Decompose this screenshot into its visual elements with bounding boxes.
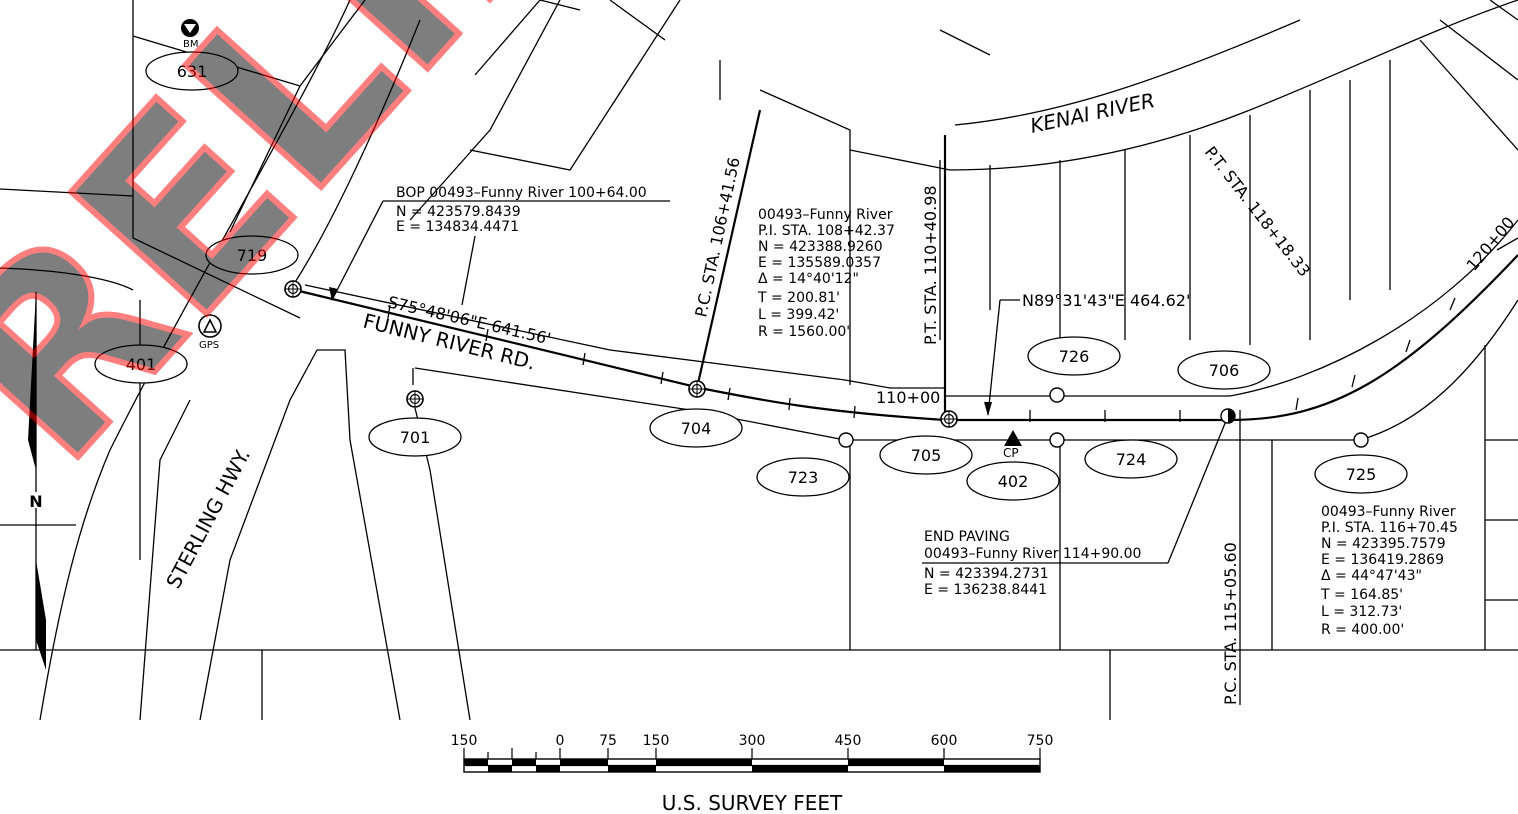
point-631-label: 631	[177, 62, 208, 81]
benchmark-code: BM	[183, 39, 199, 50]
curve-1-line-3: N = 423388.9260	[758, 239, 883, 255]
point-719-label: 719	[237, 246, 268, 265]
curve-1-line-6: T = 200.81'	[757, 290, 840, 306]
pt-station-2-label: P.T. STA. 118+18.33	[1201, 143, 1314, 280]
benchmark-icon: BM	[181, 19, 199, 50]
scale-tick-label: 0	[556, 733, 565, 749]
scale-tick-label: 450	[835, 733, 862, 749]
point-723-label: 723	[788, 468, 819, 487]
river-label: KENAI RIVER	[1028, 88, 1157, 138]
end-paving-annotation: END PAVING 00493–Funny River 114+90.00 N…	[922, 415, 1229, 598]
bop-title: BOP 00493–Funny River 100+64.00	[396, 185, 647, 201]
pc-station-2-label: P.C. STA. 115+05.60	[1221, 542, 1240, 705]
station-leaders	[695, 109, 1518, 705]
crosshair-monument-icon	[688, 380, 706, 398]
bop-easting: E = 134834.4471	[396, 219, 519, 235]
open-circle-monument-icon	[1049, 432, 1065, 448]
curve-2-line-2: P.I. STA. 116+70.45	[1321, 520, 1458, 536]
curve-1-line-4: E = 135589.0357	[758, 255, 881, 271]
curve-1-line-2: P.I. STA. 108+42.37	[758, 223, 895, 239]
curve-2-line-7: L = 312.73'	[1321, 604, 1402, 620]
curve-2-line-8: R = 400.00'	[1321, 622, 1404, 638]
control-point-icon: CP	[1003, 430, 1022, 460]
end-paving-easting: E = 136238.8441	[924, 582, 1047, 598]
curve-2-line-4: E = 136419.2869	[1321, 552, 1444, 568]
end-paving-line-2: 00493–Funny River 114+90.00	[924, 546, 1141, 562]
end-paving-northing: N = 423394.2731	[924, 566, 1049, 582]
point-726-label: 726	[1059, 347, 1090, 366]
scale-tick-label: 600	[931, 733, 958, 749]
bearing-right-label: N89°31'43"E 464.62'	[1022, 291, 1190, 310]
curve-1-line-8: R = 1560.00'	[758, 324, 850, 340]
highway-label: STERLING HWY.	[161, 445, 255, 593]
station-ticks	[387, 297, 1456, 422]
point-701-label: 701	[400, 428, 431, 447]
bop-northing: N = 423579.8439	[396, 204, 521, 220]
crosshair-monument-icon	[284, 280, 302, 298]
station-120-label: 120+00	[1463, 213, 1518, 274]
scale-tick-label: 750	[1027, 733, 1054, 749]
end-paving-line-1: END PAVING	[924, 529, 1010, 545]
gps-icon: GPS	[198, 314, 222, 351]
scale-tick-label: 150	[643, 733, 670, 749]
point-705-label: 705	[911, 446, 942, 465]
point-724-label: 724	[1116, 450, 1147, 469]
open-circle-monument-icon	[1049, 387, 1065, 403]
curve-1-line-7: L = 399.42'	[758, 307, 839, 323]
scale-tick-label: 300	[739, 733, 766, 749]
curve-2-line-1: 00493–Funny River	[1321, 504, 1456, 520]
north-letter: N	[29, 492, 42, 511]
gps-code: GPS	[199, 340, 219, 351]
monuments: BM GPS CP	[181, 19, 1369, 460]
parcel-lines	[0, 0, 1518, 721]
point-401-label: 401	[126, 355, 157, 374]
curve-2-line-5: Δ = 44°47'43"	[1321, 568, 1422, 584]
curve-2-line-6: T = 164.85'	[1320, 587, 1403, 603]
curve-1-line-5: Δ = 14°40'12"	[758, 271, 859, 287]
crosshair-monument-icon	[406, 390, 424, 408]
open-circle-monument-icon	[1353, 432, 1369, 448]
open-circle-monument-icon	[838, 432, 854, 448]
point-704-label: 704	[681, 419, 712, 438]
half-filled-monument-icon	[1220, 408, 1236, 424]
crosshair-monument-icon	[940, 410, 958, 428]
curve-2-line-3: N = 423395.7579	[1321, 536, 1446, 552]
point-725-label: 725	[1346, 465, 1377, 484]
control-point-code: CP	[1003, 446, 1019, 460]
scale-bar: 150 0 75 150 300 450 600 750 U.S. SURVEY…	[451, 733, 1054, 814]
point-402-label: 402	[998, 472, 1029, 491]
curve-1-data: 00493–Funny River P.I. STA. 108+42.37 N …	[757, 207, 895, 340]
point-706-label: 706	[1209, 361, 1240, 380]
scale-tick-label: 75	[599, 733, 617, 749]
station-110-label: 110+00	[876, 388, 940, 407]
north-arrow: N	[0, 292, 76, 670]
pt-station-1-label: P.T. STA. 110+40.98	[921, 185, 940, 345]
scale-units-label: U.S. SURVEY FEET	[662, 791, 843, 814]
scale-tick-label: 150	[451, 733, 478, 749]
bop-annotation: BOP 00493–Funny River 100+64.00 N = 4235…	[329, 185, 670, 306]
curve-2-data: 00493–Funny River P.I. STA. 116+70.45 N …	[1320, 504, 1458, 638]
point-labels: 631 719 401 701 704 705 723 402 724 725 …	[94, 51, 1408, 501]
curve-1-line-1: 00493–Funny River	[758, 207, 893, 223]
